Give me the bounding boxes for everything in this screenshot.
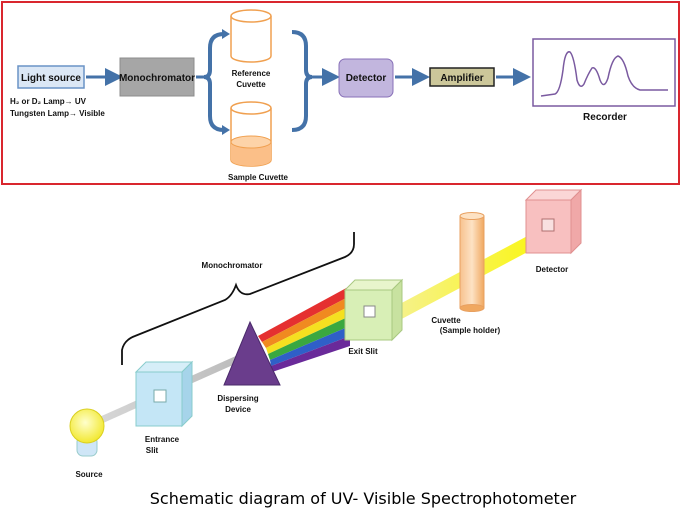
monochromator-box: [119, 57, 195, 97]
lamp-uv-label: H₂ or D₂ Lamp→ UV: [10, 97, 87, 106]
lamp-visible-label: Tungsten Lamp→ Visible: [10, 109, 105, 118]
monochromator-3d-label: Monochromator: [202, 261, 263, 270]
sample-holder-cuvette: [459, 212, 485, 312]
sample-cuvette-label: Sample Cuvette: [228, 173, 289, 182]
entrance-slit-label-1: Entrance: [145, 435, 180, 444]
split-brace: [203, 32, 225, 132]
cuvette-label-1: Cuvette: [431, 316, 461, 325]
monochromator-label: Monochromator: [119, 73, 195, 84]
dispersing-device-label-2: Device: [225, 405, 251, 414]
spectrum-rays: [258, 286, 350, 372]
recorder-trace: [540, 51, 668, 97]
light-source-label: Light source: [21, 73, 81, 84]
figure-caption: Schematic diagram of UV- Visible Spectro…: [150, 489, 577, 508]
sample-cuvette: [230, 101, 272, 167]
amplifier-box: [429, 67, 495, 87]
amplifier-label: Amplifier: [440, 73, 483, 84]
entrance-slit-label-2: Slit: [146, 446, 159, 455]
reference-cuvette-label-2: Cuvette: [236, 80, 266, 89]
entrance-slit: [134, 360, 194, 428]
detector-label: Detector: [346, 73, 387, 84]
prism: [223, 320, 281, 386]
recorder-box: [532, 38, 676, 107]
exit-slit: [343, 278, 404, 342]
cuvette-label-2: (Sample holder): [440, 326, 501, 335]
detector-box: [338, 58, 394, 98]
monochromator-bracket: [121, 232, 355, 365]
detector-cube: [524, 188, 583, 255]
exit-slit-label: Exit Slit: [348, 347, 378, 356]
dispersing-device-label-1: Dispersing: [217, 394, 258, 403]
light-source-box: [17, 65, 85, 89]
source-label: Source: [75, 470, 103, 479]
reference-cuvette: [230, 9, 272, 63]
recorder-label: Recorder: [583, 112, 627, 123]
reference-cuvette-label-1: Reference: [232, 69, 271, 78]
source-bulb: [69, 408, 105, 457]
detector-3d-label: Detector: [536, 265, 568, 274]
